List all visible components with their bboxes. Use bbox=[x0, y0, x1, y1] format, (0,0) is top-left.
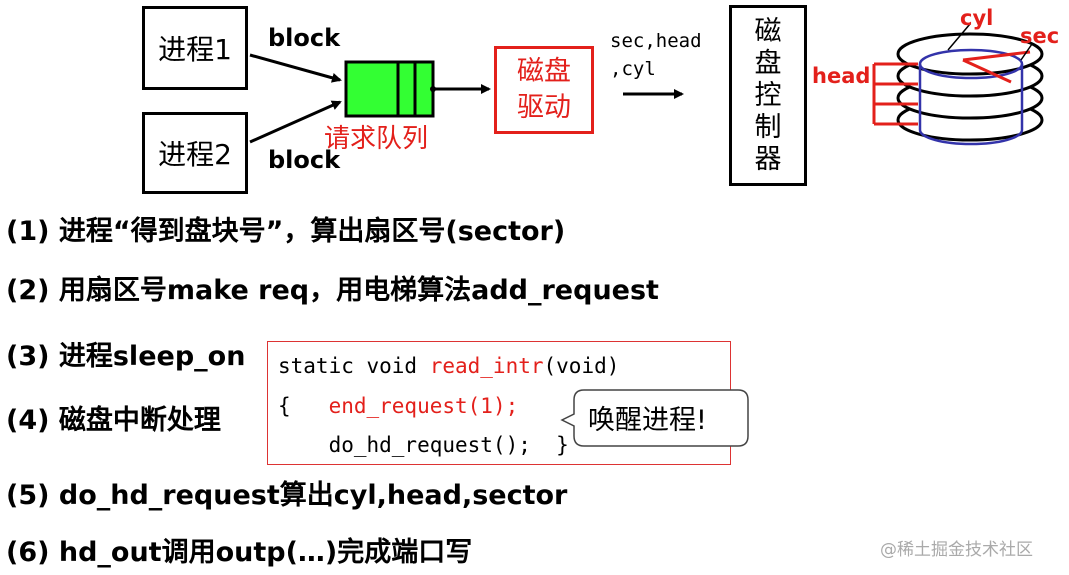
block-label-top: block bbox=[268, 24, 341, 52]
watermark: @稀土掘金技术社区 bbox=[880, 540, 1033, 560]
controller-char-1: 磁 bbox=[754, 15, 782, 47]
code-line2-a: { bbox=[278, 394, 329, 418]
disk-cyl-label: cyl bbox=[960, 6, 994, 30]
step-1: (1) 进程“得到盘块号”，算出扇区号(sector) bbox=[6, 216, 566, 247]
callout-bubble-shape bbox=[560, 389, 749, 447]
block-label-bottom: block bbox=[268, 146, 341, 174]
code-line1-c: (void) bbox=[543, 354, 620, 378]
request-queue bbox=[344, 60, 435, 118]
params-line2: ,cyl bbox=[610, 58, 656, 80]
disk-sec-label: sec bbox=[1020, 24, 1060, 48]
process2-box: 进程2 bbox=[142, 112, 248, 194]
disk-illustration bbox=[872, 23, 1044, 146]
step-2: (2) 用扇区号make req，用电梯算法add_request bbox=[6, 275, 659, 306]
code-line-1: static void read_intr(void) bbox=[278, 354, 619, 378]
controller-char-3: 控 bbox=[754, 79, 782, 111]
request-queue-label: 请求队列 bbox=[324, 124, 429, 154]
code-line1-a: static void bbox=[278, 354, 430, 378]
process1-label: 进程1 bbox=[158, 33, 232, 66]
params-line1: sec,head bbox=[610, 30, 702, 52]
disk-controller-box: 磁 盘 控 制 器 bbox=[729, 5, 807, 186]
code-line2-call: end_request(1); bbox=[328, 394, 519, 418]
step-5: (5) do_hd_request算出cyl,head,sector bbox=[6, 480, 568, 511]
disk-head-label: head bbox=[812, 64, 871, 88]
step-3: (3) 进程sleep_on bbox=[6, 341, 246, 372]
code-line-2: { end_request(1); bbox=[278, 394, 518, 418]
code-line-3: do_hd_request(); } bbox=[278, 433, 569, 457]
controller-char-5: 器 bbox=[754, 143, 782, 175]
disk-driver-box: 磁盘 驱动 bbox=[494, 46, 594, 134]
step-4: (4) 磁盘中断处理 bbox=[6, 405, 221, 436]
step-6: (6) hd_out调用outp(…)完成端口写 bbox=[6, 537, 473, 568]
arrow-process2-queue bbox=[249, 100, 342, 144]
disk-driver-line1: 磁盘 bbox=[517, 56, 571, 87]
controller-char-4: 制 bbox=[754, 111, 782, 143]
arrow-process1-queue bbox=[249, 53, 342, 83]
controller-char-2: 盘 bbox=[754, 47, 782, 79]
process2-label: 进程2 bbox=[158, 138, 232, 171]
diagram-arrows bbox=[249, 53, 684, 144]
disk-driver-line2: 驱动 bbox=[517, 92, 571, 123]
code-line1-fn: read_intr bbox=[429, 354, 544, 378]
callout-text: 唤醒进程! bbox=[588, 405, 707, 436]
process1-box: 进程1 bbox=[142, 6, 248, 90]
